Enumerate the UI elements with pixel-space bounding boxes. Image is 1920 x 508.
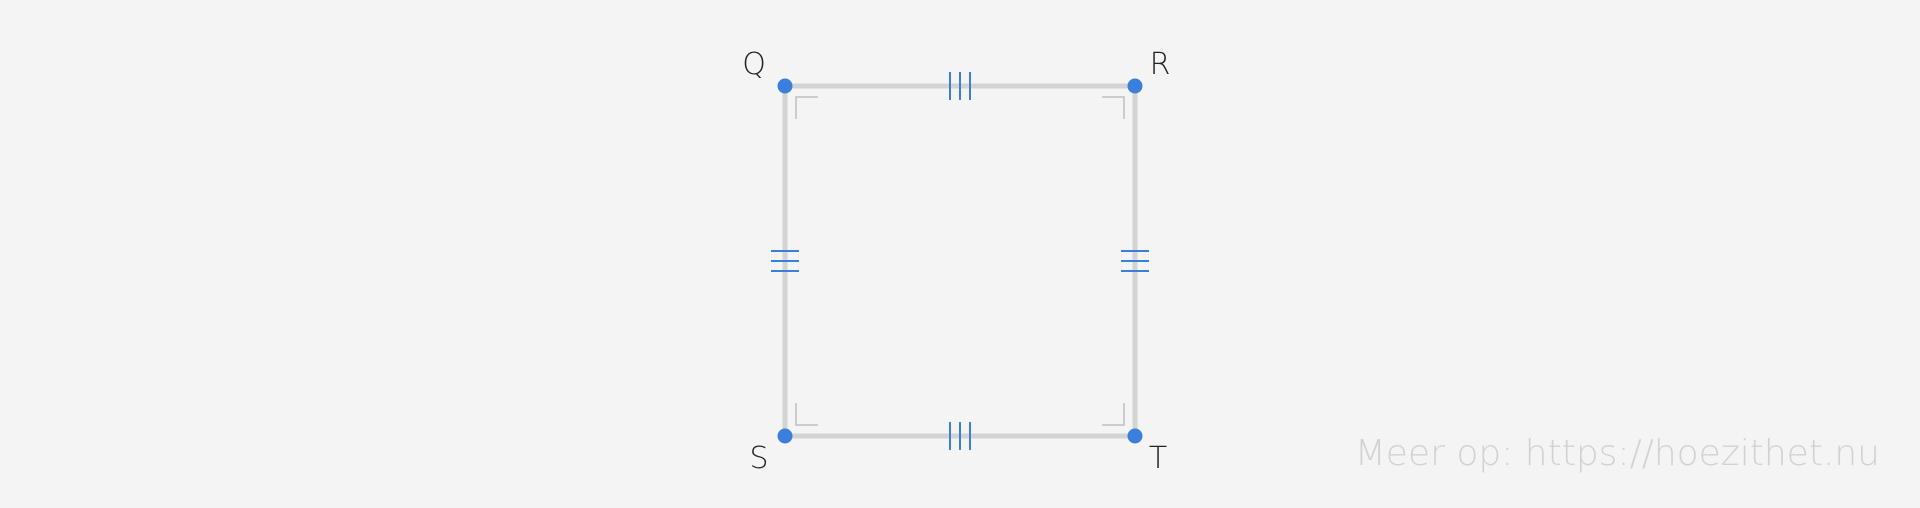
square-vertices [777, 78, 1143, 444]
right-angle-marker-q [795, 96, 818, 119]
square-sides [782, 83, 1138, 439]
vertex-label-t: T [1149, 441, 1167, 476]
congruence-tick-marks [771, 72, 1149, 450]
vertex-point-t [1127, 428, 1143, 444]
watermark-text: Meer op: https://hoezithet.nu [1355, 433, 1880, 474]
vertex-point-r [1127, 78, 1143, 94]
right-angle-markers [795, 96, 1125, 426]
vertex-labels: Q R S T [742, 47, 1170, 476]
vertex-label-q: Q [742, 47, 766, 82]
right-angle-marker-s [795, 403, 818, 426]
right-angle-marker-r [1102, 96, 1125, 119]
vertex-point-q [777, 78, 793, 94]
right-angle-marker-t [1102, 403, 1125, 426]
vertex-point-s [777, 428, 793, 444]
vertex-label-r: R [1150, 47, 1171, 82]
vertex-label-s: S [749, 441, 768, 476]
